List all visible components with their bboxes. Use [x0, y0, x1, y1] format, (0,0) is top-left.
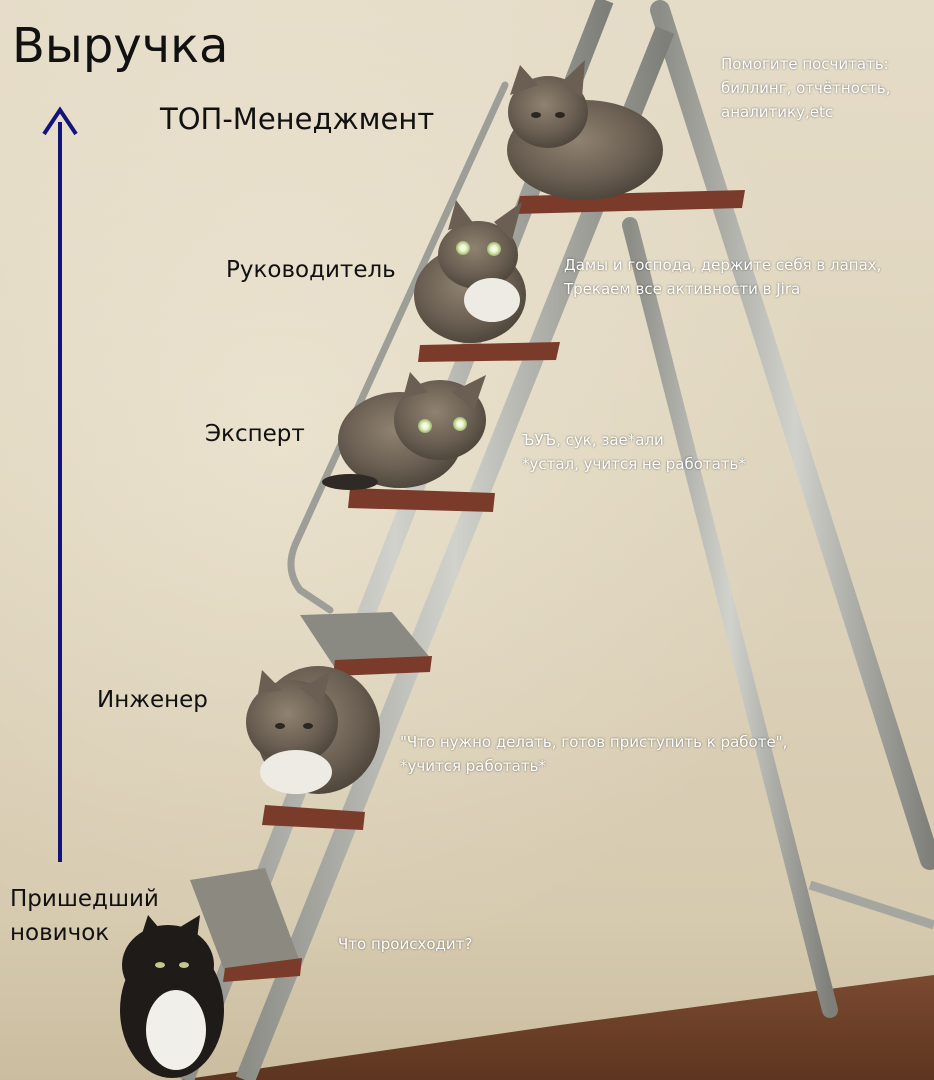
quote-line: Дамы и господа, держите себя в лапах,	[564, 256, 882, 274]
ladder-handrail	[287, 81, 509, 614]
ladder-steps	[190, 190, 745, 982]
level-newbie-line: новичок	[10, 920, 110, 946]
quote-line: ЪУЪ, сук, зае*али	[522, 431, 664, 449]
chart-title-revenue: Выручка	[12, 18, 229, 74]
cat-expert	[322, 372, 486, 490]
quote-newbie: Что происходит?	[338, 932, 472, 956]
cat-top	[507, 60, 663, 200]
level-newbie-line: Пришедший	[10, 886, 159, 912]
level-top-management: ТОП-Менеджмент	[160, 102, 435, 136]
level-engineer: Инженер	[97, 687, 208, 713]
quote-expert: ЪУЪ, сук, зае*али *устал, учится не рабо…	[522, 428, 746, 476]
quote-line: аналитику,etc	[721, 103, 834, 121]
level-newbie: Пришедший новичок	[10, 882, 159, 950]
quote-line: Трекаем все активности в Jira	[564, 280, 801, 298]
quote-line: биллинг, отчётность,	[721, 79, 891, 97]
cat-lead	[414, 200, 526, 343]
quote-line: *учится работать*	[400, 757, 546, 775]
quote-top-management: Помогите посчитать: биллинг, отчётность,…	[721, 52, 890, 124]
quote-line: Помогите посчитать:	[721, 55, 889, 73]
cat-newbie	[120, 915, 224, 1078]
level-expert: Эксперт	[205, 421, 305, 447]
ladder-back-legs	[622, 0, 934, 1018]
quote-engineer: "Что нужно делать, готов приступить к ра…	[400, 730, 787, 778]
quote-line: *устал, учится не работать*	[522, 455, 746, 473]
quote-lead: Дамы и господа, держите себя в лапах, Тр…	[564, 253, 881, 301]
quote-line: "Что нужно делать, готов приступить к ра…	[400, 733, 788, 751]
cat-engineer	[246, 666, 380, 794]
level-lead: Руководитель	[226, 257, 396, 283]
quote-line: Что происходит?	[338, 935, 473, 953]
revenue-arrow	[42, 106, 78, 862]
